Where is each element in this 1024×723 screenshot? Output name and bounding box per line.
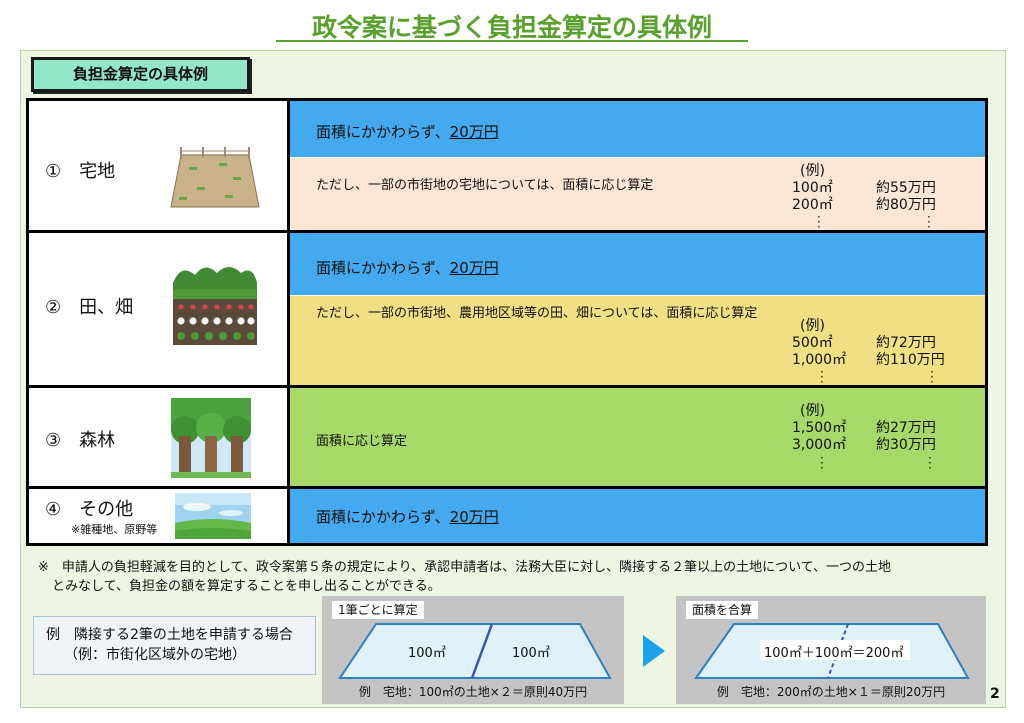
main-condition-band: 面積にかかわらず、20万円 bbox=[290, 489, 985, 543]
example-area: 200㎡ bbox=[792, 197, 833, 213]
fixed-amount: 20万円 bbox=[449, 259, 499, 277]
category-label: ④ その他 bbox=[45, 499, 134, 520]
example-description-line: （例：市街化区域外の宅地） bbox=[64, 647, 246, 663]
example-description-line: 例 隣接する2筆の土地を申請する場合 bbox=[46, 627, 293, 643]
example-amount: 約30万円 bbox=[876, 437, 936, 453]
exception-band: ただし、一部の市街地の宅地については、面積に応じ算定 (例) 100㎡ 約55万… bbox=[290, 157, 985, 234]
table-row-forest: ③ 森林 面積に応じ算定 (例) 1,500㎡ 約27万円 3,000㎡ 約30… bbox=[29, 388, 985, 489]
example-amount: 約27万円 bbox=[876, 420, 936, 436]
parcel-area-label: 100㎡ bbox=[512, 646, 550, 661]
combined-area-formula: 100㎡＋100㎡＝200㎡ bbox=[764, 646, 904, 661]
category-label: ① 宅地 bbox=[45, 161, 116, 182]
footnote-line: ※ 申請人の負担軽減を目的として、政令案第５条の規定により、承認申請者は、法務大… bbox=[38, 560, 892, 575]
exception-band: ただし、一部の市街地、農用地区域等の田、畑については、面積に応じ算定 (例) 5… bbox=[290, 295, 985, 389]
category-sub-label: ※雑種地、原野等 bbox=[71, 523, 158, 536]
ellipsis-mark: ··· bbox=[817, 210, 821, 234]
example-amount: 約110万円 bbox=[876, 352, 945, 368]
panel-tag: 1筆ごとに算定 bbox=[332, 601, 424, 619]
exception-text: ただし、一部の市街地の宅地については、面積に応じ算定 bbox=[316, 178, 654, 193]
main-condition-text: 面積にかかわらず、 bbox=[316, 259, 450, 277]
open-field-icon bbox=[175, 493, 251, 539]
separate-calculation-panel: 1筆ごとに算定 100㎡ 100㎡ 例 宅地：100㎡の土地×２＝原則40万円 bbox=[322, 596, 624, 704]
category-cell: ③ 森林 bbox=[29, 388, 290, 486]
main-condition-band: 面積にかかわらず、20万円 bbox=[290, 101, 985, 157]
page-number: 2 bbox=[990, 686, 1000, 702]
title-underline bbox=[276, 40, 748, 42]
footnote: ※ 申請人の負担軽減を目的として、政令案第５条の規定により、承認申請者は、法務大… bbox=[38, 558, 988, 596]
farmland-icon bbox=[173, 267, 257, 345]
fixed-amount: 20万円 bbox=[449, 123, 499, 141]
example-amount: 約72万円 bbox=[876, 335, 936, 351]
panel-caption: 例 宅地：200㎡の土地×１＝原則20万円 bbox=[716, 685, 946, 699]
table-row-farmland: ② 田、畑 面積にかかわらず bbox=[29, 233, 985, 388]
land-category-table: ① 宅地 面積にかかわらず、20万円 ただ bbox=[26, 98, 988, 546]
page-title: 政令案に基づく負担金算定の具体例 bbox=[311, 13, 712, 42]
example-area: 1,000㎡ bbox=[792, 352, 847, 368]
example-area: 3,000㎡ bbox=[792, 437, 847, 453]
two-parcels-diagram bbox=[338, 623, 612, 679]
panel-tag: 面積を合算 bbox=[686, 601, 759, 619]
category-cell: ② 田、畑 bbox=[29, 233, 290, 385]
example-area: 100㎡ bbox=[792, 180, 833, 196]
example-heading: (例) bbox=[800, 403, 825, 419]
main-condition-text: 面積にかかわらず、 bbox=[316, 508, 450, 526]
category-label: ② 田、畑 bbox=[45, 297, 134, 318]
category-cell: ④ その他 ※雑種地、原野等 bbox=[29, 489, 290, 543]
example-area: 1,500㎡ bbox=[792, 420, 847, 436]
main-condition-band: 面積にかかわらず、20万円 bbox=[290, 233, 985, 295]
example-area: 500㎡ bbox=[792, 335, 833, 351]
example-amount: 約80万円 bbox=[876, 197, 936, 213]
ellipsis-mark: ··· bbox=[820, 451, 824, 475]
parcel-area-label: 100㎡ bbox=[408, 646, 446, 661]
example-heading: (例) bbox=[800, 163, 825, 179]
ellipsis-mark: ··· bbox=[930, 365, 934, 389]
main-condition-band: 面積に応じ算定 (例) 1,500㎡ 約27万円 3,000㎡ 約30万円 ··… bbox=[290, 388, 985, 486]
main-condition-text: 面積に応じ算定 bbox=[316, 434, 408, 449]
ellipsis-mark: ··· bbox=[927, 210, 931, 234]
exception-text: ただし、一部の市街地、農用地区域等の田、畑については、面積に応じ算定 bbox=[316, 306, 758, 321]
residential-land-icon bbox=[170, 147, 260, 208]
combined-calculation-panel: 面積を合算 100㎡＋100㎡＝200㎡ 例 宅地：200㎡の土地×１＝原則20… bbox=[676, 596, 986, 704]
section-label: 負担金算定の具体例 bbox=[31, 57, 250, 92]
ellipsis-mark: ··· bbox=[820, 365, 824, 389]
table-row-residential: ① 宅地 面積にかかわらず、20万円 ただ bbox=[29, 101, 985, 233]
category-cell: ① 宅地 bbox=[29, 101, 290, 230]
table-row-other: ④ その他 ※雑種地、原野等 面積にかかわらず、20万円 bbox=[29, 489, 985, 543]
fixed-amount: 20万円 bbox=[449, 508, 499, 526]
footnote-line: とみなして、負担金の額を算定することを申し出ることができる。 bbox=[52, 579, 441, 594]
example-description-box: 例 隣接する2筆の土地を申請する場合 （例：市街化区域外の宅地） bbox=[33, 616, 316, 675]
main-condition-text: 面積にかかわらず、 bbox=[316, 123, 450, 141]
category-label: ③ 森林 bbox=[45, 430, 116, 451]
example-amount: 約55万円 bbox=[876, 180, 936, 196]
arrow-right-icon bbox=[643, 635, 665, 667]
ellipsis-mark: ··· bbox=[928, 451, 932, 475]
panel-caption: 例 宅地：100㎡の土地×２＝原則40万円 bbox=[358, 685, 588, 699]
merged-parcel-diagram bbox=[694, 623, 970, 679]
forest-icon bbox=[171, 398, 251, 478]
example-heading: (例) bbox=[800, 318, 825, 334]
